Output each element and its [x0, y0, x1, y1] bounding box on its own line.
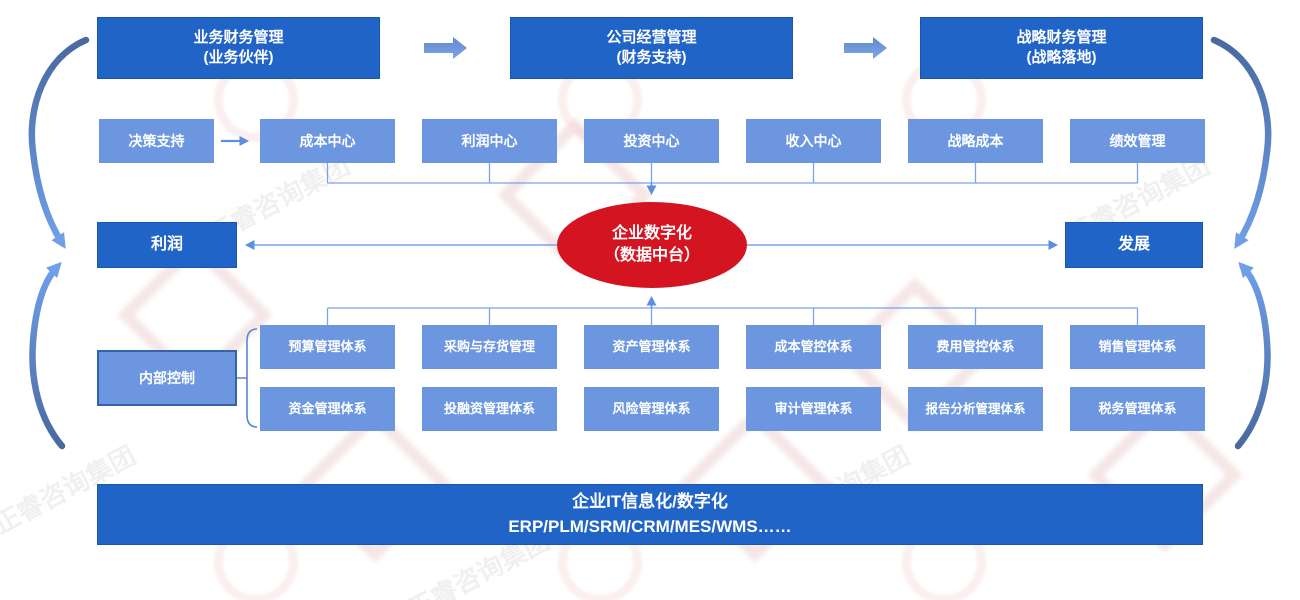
curved-arrow-right-top-icon: [1210, 36, 1272, 249]
node-capital-system: 资金管理体系: [260, 387, 395, 431]
node-label: 风险管理体系: [612, 401, 691, 417]
node-label: 成本管控体系: [774, 339, 853, 355]
node-sublabel: (财务支持): [616, 49, 687, 66]
it-bar-title: 企业IT信息化/数字化: [572, 491, 728, 511]
lower-bus-lines: [326, 307, 1139, 325]
curved-arrow-left-top-icon: [28, 36, 90, 249]
node-label: 战略成本: [947, 132, 1004, 149]
node-strategic-finance: 战略财务管理 (战略落地): [920, 17, 1203, 79]
node-audit-system: 审计管理体系: [746, 387, 881, 431]
flow-arrow-right-icon: [424, 37, 467, 59]
node-risk-system: 风险管理体系: [584, 387, 719, 431]
hub-label: 企业数字化: [611, 224, 692, 242]
node-sublabel: (战略落地): [1026, 49, 1097, 66]
node-sales-system: 销售管理体系: [1070, 325, 1205, 369]
internal-control-bracket: [237, 328, 258, 428]
hub-sublabel: （数据中台）: [603, 247, 700, 264]
node-label: 成本中心: [299, 132, 356, 149]
flow-arrow-right-icon: [844, 37, 887, 59]
node-budget-system: 预算管理体系: [260, 325, 395, 369]
node-sublabel: (业务伙伴): [203, 49, 274, 66]
node-procurement-inventory: 采购与存货管理: [422, 325, 557, 369]
node-strategic-cost: 战略成本: [908, 119, 1043, 163]
it-bar-systems: ERP/PLM/SRM/CRM/MES/WMS……: [508, 516, 792, 536]
curved-arrow-left-bottom-icon: [29, 261, 66, 450]
node-label: 资产管理体系: [612, 339, 691, 355]
node-label: 投融资管理体系: [443, 401, 535, 417]
node-label: 税务管理体系: [1098, 401, 1177, 417]
node-revenue-center: 收入中心: [746, 119, 881, 163]
node-performance-management: 绩效管理: [1070, 119, 1205, 163]
node-expense-control-system: 费用管控体系: [908, 325, 1043, 369]
node-label: 战略财务管理: [1016, 28, 1107, 46]
node-cost-control-system: 成本管控体系: [746, 325, 881, 369]
node-label: 内部控制: [139, 369, 195, 386]
upper-bus-lines: [326, 163, 1139, 184]
node-label: 收入中心: [785, 132, 842, 149]
curved-arrow-right-bottom-icon: [1234, 261, 1271, 450]
node-label: 资金管理体系: [288, 401, 367, 417]
node-label: 发展: [1117, 236, 1150, 254]
node-label: 审计管理体系: [774, 401, 853, 417]
node-profit: 利润: [97, 222, 237, 268]
node-label: 投资中心: [623, 132, 680, 149]
node-label: 业务财务管理: [193, 28, 284, 46]
node-label: 公司经营管理: [606, 28, 697, 46]
node-growth: 发展: [1065, 222, 1203, 268]
node-label: 报告分析管理体系: [925, 401, 1026, 416]
node-investment-financing-system: 投融资管理体系: [422, 387, 557, 431]
node-label: 利润中心: [461, 132, 518, 149]
node-investment-center: 投资中心: [584, 119, 719, 163]
node-label: 利润: [150, 236, 183, 254]
node-cost-center: 成本中心: [260, 119, 395, 163]
node-label: 预算管理体系: [288, 339, 367, 355]
node-label: 销售管理体系: [1098, 339, 1177, 355]
node-enterprise-digitalization-hub: 企业数字化 （数据中台）: [557, 202, 747, 288]
it-infrastructure-bar: 企业IT信息化/数字化 ERP/PLM/SRM/CRM/MES/WMS……: [97, 484, 1203, 545]
node-profit-center: 利润中心: [422, 119, 557, 163]
node-label: 决策支持: [128, 132, 185, 149]
node-decision-support: 决策支持: [99, 119, 214, 163]
node-label: 费用管控体系: [936, 339, 1015, 355]
node-company-operation: 公司经营管理 (财务支持): [510, 17, 793, 79]
node-report-analysis-system: 报告分析管理体系: [908, 387, 1043, 431]
node-business-finance: 业务财务管理 (业务伙伴): [97, 17, 380, 79]
node-label: 绩效管理: [1109, 132, 1166, 149]
node-tax-system: 税务管理体系: [1070, 387, 1205, 431]
node-asset-system: 资产管理体系: [584, 325, 719, 369]
node-label: 采购与存货管理: [443, 339, 535, 355]
node-internal-control: 内部控制: [97, 350, 237, 406]
